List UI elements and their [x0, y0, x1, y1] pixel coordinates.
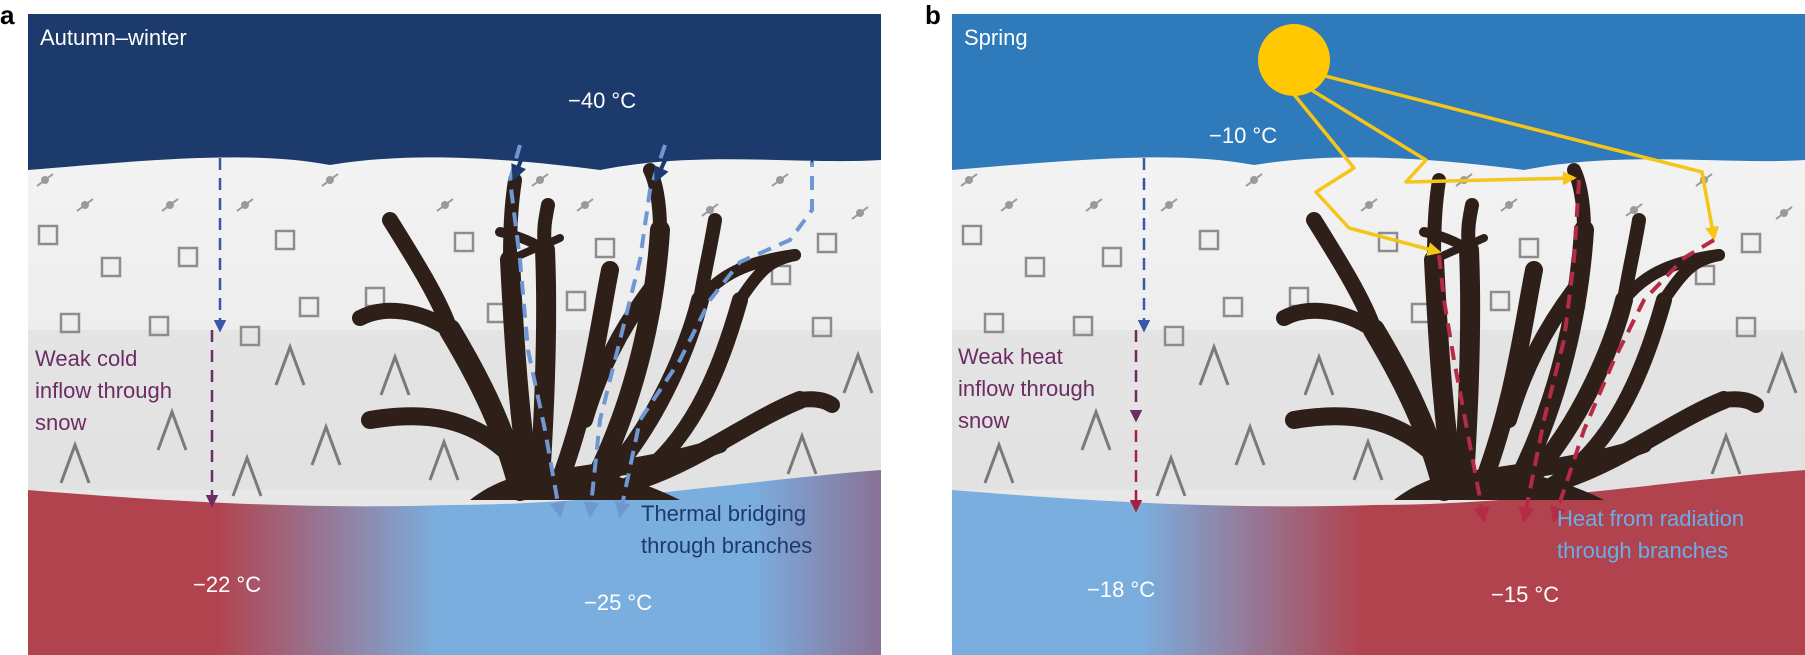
panel-a-air-temp: −40 °C	[568, 88, 636, 113]
panel-b-soil-temp-left: −18 °C	[1087, 577, 1155, 602]
panel-b-branch-label: Heat from radiation through branches	[1557, 506, 1750, 563]
panel-b-season: Spring	[964, 25, 1028, 50]
sun-icon	[1258, 24, 1330, 96]
panel-b	[952, 14, 1805, 655]
panel-a-branch-label: Thermal bridging through branches	[641, 501, 812, 558]
panel-b-soil-temp-right: −15 °C	[1491, 582, 1559, 607]
panel-b-air-temp: −10 °C	[1209, 123, 1277, 148]
soil	[28, 470, 881, 655]
panel-b-letter: b	[925, 0, 941, 30]
panel-b-snow-label: Weak heat inflow through snow	[958, 344, 1101, 433]
panel-a-letter: a	[0, 0, 15, 30]
panel-a-soil-temp-left: −22 °C	[193, 572, 261, 597]
panel-a	[28, 14, 881, 655]
panel-a-snow-label: Weak cold inflow through snow	[35, 346, 178, 435]
soil	[952, 470, 1805, 655]
panel-a-soil-temp-right: −25 °C	[584, 590, 652, 615]
panel-a-season: Autumn–winter	[40, 25, 187, 50]
